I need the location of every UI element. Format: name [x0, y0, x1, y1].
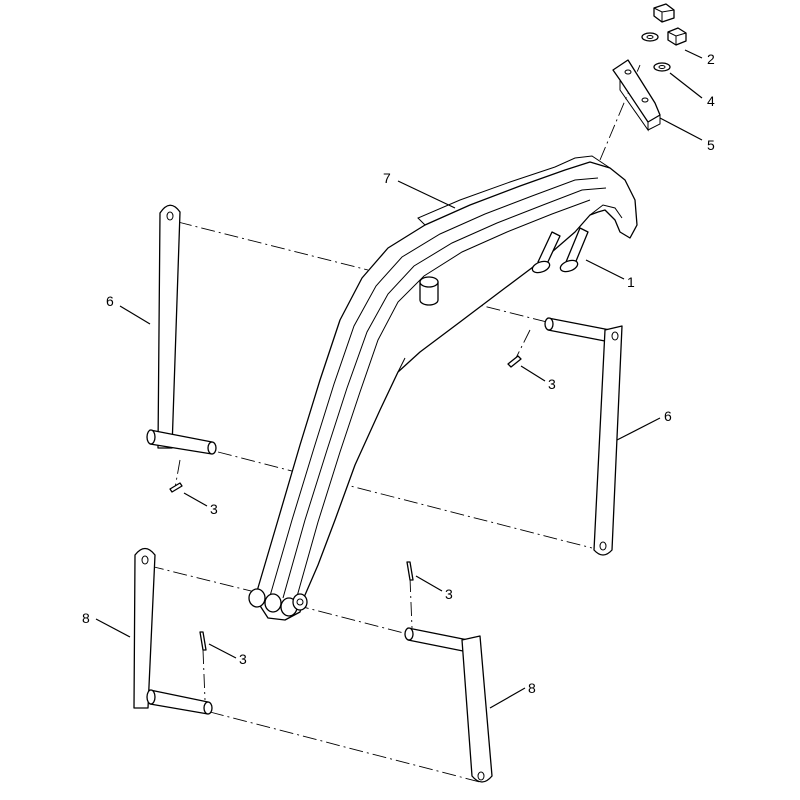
bolts-part-1 [531, 227, 589, 274]
link-left-part-6 [146, 204, 217, 455]
lift-arm-part-7 [248, 155, 638, 621]
cotter-pins-part-3 [169, 355, 522, 651]
callout-3-lower-left: 3 [239, 651, 247, 667]
callout-4: 4 [707, 93, 715, 109]
callout-5: 5 [707, 137, 715, 153]
callout-7: 7 [383, 170, 391, 186]
callout-3-upper-right: 3 [548, 376, 556, 392]
callout-6-right: 6 [664, 408, 672, 424]
plate-part-5 [612, 59, 661, 132]
callout-6-left: 6 [106, 293, 114, 309]
link-right-part-6 [544, 317, 623, 556]
callout-3-upper-left: 3 [210, 501, 218, 517]
nuts-washers-parts-2-4 [641, 3, 687, 72]
callout-3-lower-right: 3 [445, 586, 453, 602]
link-left-part-8 [133, 547, 213, 715]
link-right-part-8 [404, 627, 493, 783]
leader-lines [95, 49, 703, 709]
callout-labels: 1 2 4 5 7 6 3 6 3 3 8 3 8 [82, 51, 715, 696]
callout-1: 1 [627, 274, 635, 290]
callout-8-right: 8 [528, 680, 536, 696]
callout-8-left: 8 [82, 610, 90, 626]
callout-2: 2 [707, 51, 715, 67]
